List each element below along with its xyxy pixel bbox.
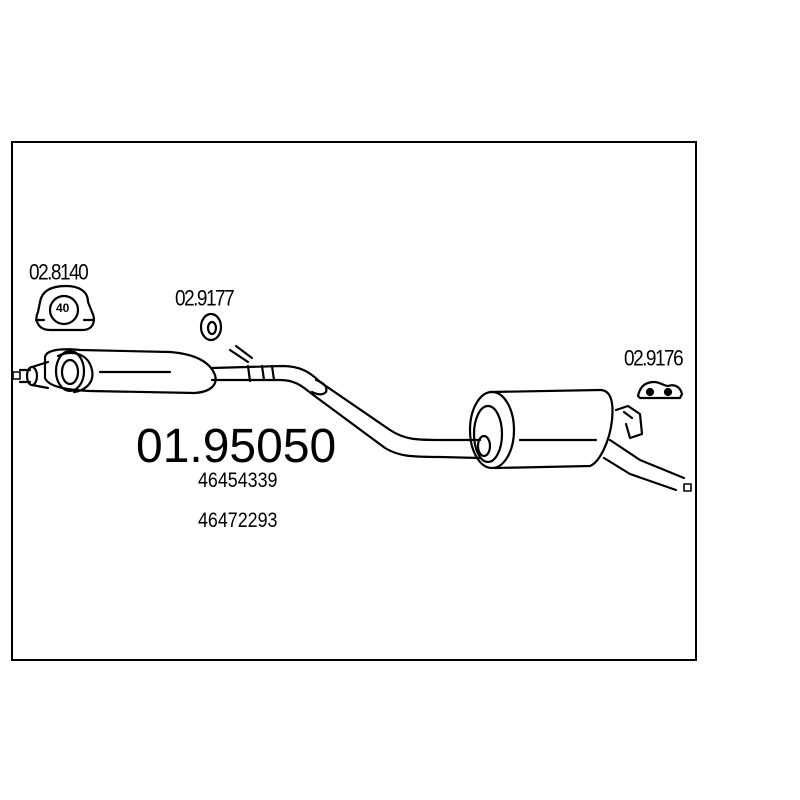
main-part-number: 01.95050 bbox=[136, 420, 337, 473]
clamp-icon bbox=[34, 284, 96, 332]
diagram-frame bbox=[11, 141, 697, 661]
accessory-code-rubber-ring: 02.9177 bbox=[175, 286, 235, 311]
oem-number: 46472293 bbox=[198, 509, 278, 532]
middle-pipe bbox=[210, 344, 482, 460]
clamp-badge: 40 bbox=[56, 301, 70, 315]
tail-pipe bbox=[602, 404, 686, 492]
rubber-ring-icon bbox=[199, 312, 223, 342]
front-inlet-pipe bbox=[18, 360, 50, 390]
accessory-code-clamp: 02.8140 bbox=[29, 260, 89, 285]
rear-silencer bbox=[468, 388, 614, 470]
oem-number: 46454339 bbox=[198, 469, 278, 492]
rubber-hanger-icon bbox=[636, 380, 684, 400]
front-silencer bbox=[43, 348, 217, 395]
accessory-code-rubber-hanger: 02.9176 bbox=[624, 346, 684, 371]
front-end-marker bbox=[12, 371, 21, 380]
rear-end-marker bbox=[683, 483, 692, 492]
